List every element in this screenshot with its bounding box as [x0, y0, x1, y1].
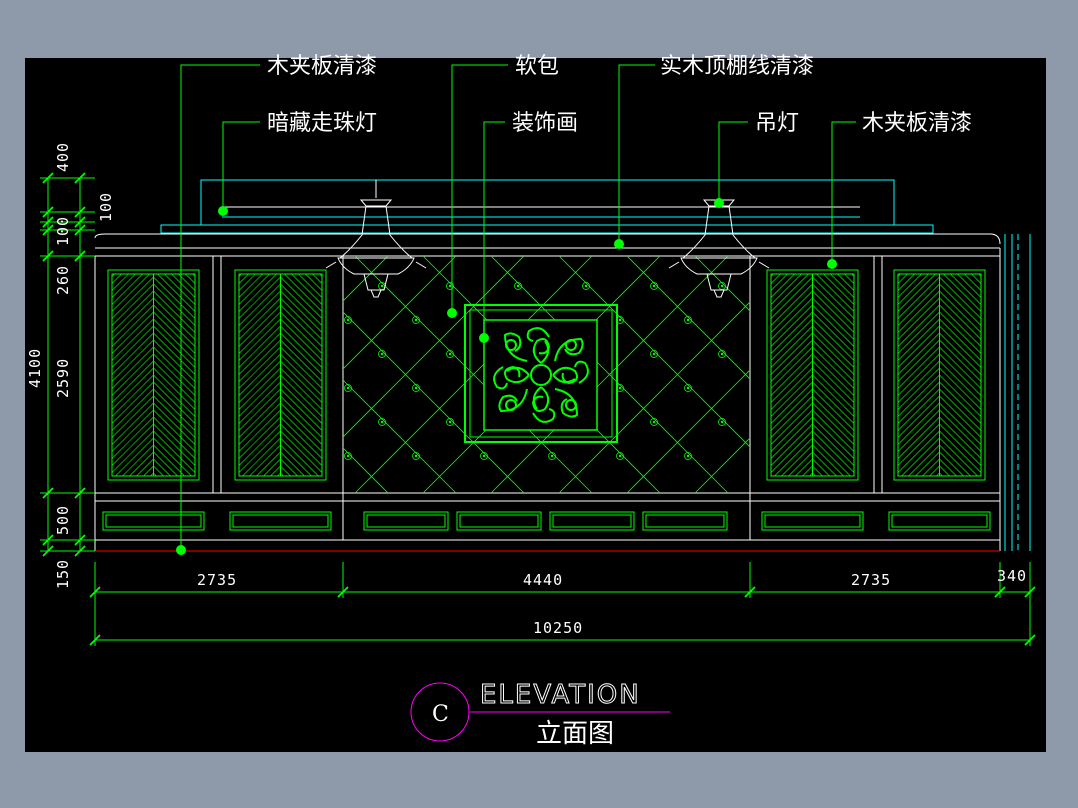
- section-marker-circle: [410, 682, 470, 742]
- dim-400: 400: [54, 142, 72, 172]
- wood-panels: [107, 269, 986, 481]
- dim-4440: 4440: [523, 571, 563, 589]
- wood-panel: [766, 269, 859, 481]
- section-marker-letter: C: [432, 702, 449, 727]
- title-chinese: 立面图: [536, 719, 614, 749]
- leader-dots: [176, 198, 837, 555]
- base-panel: [642, 511, 728, 531]
- label-cove-light: 暗藏走珠灯: [267, 111, 377, 136]
- ceiling-top-box: [200, 179, 895, 226]
- wall-frame: [94, 248, 1001, 551]
- base-panel: [102, 511, 205, 531]
- vertical-dimension-lines: [40, 172, 95, 557]
- dim-2735-left: 2735: [197, 571, 237, 589]
- dim-100b: 100: [54, 216, 72, 246]
- dim-150: 150: [54, 559, 72, 589]
- ceiling-step: [160, 224, 934, 234]
- base-panel: [761, 511, 864, 531]
- base-panels: [102, 511, 991, 531]
- cad-viewport[interactable]: 木夹板清漆 软包 实木顶棚线清漆 暗藏走珠灯 装饰画 吊灯 木夹板清漆 400 …: [25, 54, 1046, 752]
- dim-500: 500: [54, 505, 72, 535]
- leader-lines: [180, 64, 856, 550]
- label-wood-veneer-right: 木夹板清漆: [862, 111, 972, 136]
- dim-4100: 4100: [26, 348, 44, 388]
- chandelier: [668, 180, 770, 298]
- label-soft-pack: 软包: [515, 54, 559, 79]
- title-english: ELEVATION: [480, 680, 641, 710]
- dim-10250: 10250: [533, 619, 583, 637]
- base-panel: [363, 511, 449, 531]
- cornice: [94, 233, 1001, 245]
- decorative-painting: [464, 304, 618, 443]
- dim-340: 340: [997, 567, 1027, 585]
- chandeliers: [325, 180, 770, 298]
- dim-100a: 100: [97, 192, 115, 222]
- label-painting: 装饰画: [512, 111, 578, 136]
- label-chandelier: 吊灯: [755, 111, 799, 136]
- label-ceiling-molding: 实木顶棚线清漆: [660, 54, 814, 79]
- chandelier: [325, 180, 427, 298]
- base-panel: [229, 511, 332, 531]
- soft-pack-panel: [343, 256, 750, 493]
- base-panel: [549, 511, 635, 531]
- label-wood-veneer-left: 木夹板清漆: [267, 54, 377, 79]
- dim-2735-right: 2735: [851, 571, 891, 589]
- horizontal-dimension-lines: [89, 562, 1036, 646]
- painting-ornament: [493, 327, 589, 423]
- wood-panel: [893, 269, 986, 481]
- base-panel: [888, 511, 991, 531]
- dim-260: 260: [54, 265, 72, 295]
- ceiling-outline: [94, 179, 1001, 257]
- side-column: [1004, 234, 1031, 551]
- dim-2590: 2590: [54, 358, 72, 398]
- wood-panel: [107, 269, 200, 481]
- wood-panel: [234, 269, 327, 481]
- base-panel: [456, 511, 542, 531]
